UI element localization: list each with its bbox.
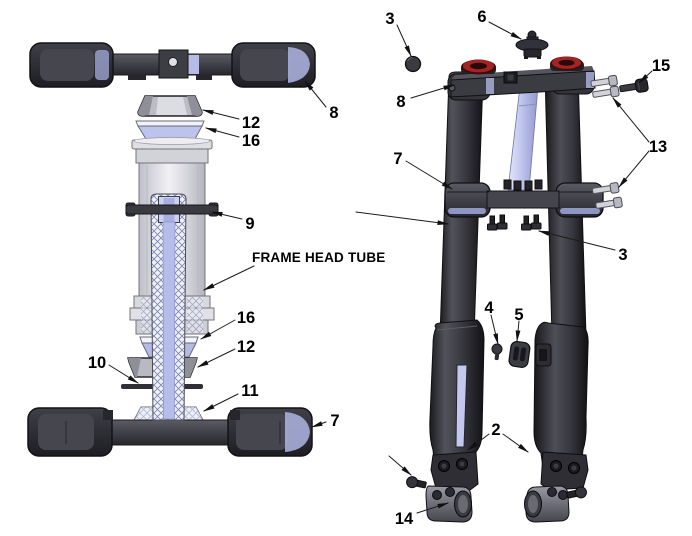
leader-right-5 <box>515 320 521 342</box>
leader-unlabeled-foot-bolt <box>388 455 412 476</box>
fork-lower-right <box>533 321 589 491</box>
fork-cap-right <box>550 56 584 71</box>
callout-right-2: 2 <box>491 421 500 439</box>
upper-seal <box>135 120 205 140</box>
callout-left-10: 10 <box>88 354 106 372</box>
stem-ring <box>125 202 219 217</box>
leader-right-3 <box>538 230 616 251</box>
callout-right-5: 5 <box>514 306 523 324</box>
rubber-cap <box>404 55 422 73</box>
leader-right-4 <box>490 314 499 345</box>
leader-right-14 <box>416 502 449 514</box>
stem-bolt <box>619 78 649 93</box>
leader-right-15 <box>638 70 653 84</box>
leader-unlabeled-fork-tube <box>355 211 449 226</box>
callout-left-7: 7 <box>330 412 339 430</box>
leader-left-8 <box>304 80 327 108</box>
upper-bearing <box>137 95 203 117</box>
leader-left-16-bottom <box>200 319 236 340</box>
leader-right-2a <box>467 433 490 451</box>
leader-right-7 <box>405 160 453 190</box>
guide-screw <box>491 343 503 361</box>
fork-cap-left <box>461 59 496 75</box>
assembled-fork-view <box>404 30 649 523</box>
leader-lines <box>108 21 653 514</box>
callout-right-8: 8 <box>396 93 405 111</box>
callout-right-7: 7 <box>393 150 402 168</box>
leader-left-12-top <box>202 109 240 120</box>
axle-clamp-right <box>524 485 570 523</box>
callout-labels: 8 12 16 9 FRAME HEAD TUBE 16 12 10 11 7 … <box>88 8 670 528</box>
callout-right-3-top: 3 <box>385 10 394 28</box>
leader-left-12-bottom <box>197 348 236 368</box>
callout-left-12-bottom: 12 <box>237 338 255 356</box>
callout-right-4: 4 <box>484 299 494 317</box>
cable-guides <box>487 214 542 231</box>
callout-right-13: 13 <box>649 138 667 156</box>
leader-right-6 <box>488 21 522 40</box>
leader-right-3-top <box>396 24 412 57</box>
pinch-bolts-upper <box>590 74 620 98</box>
callout-left-11: 11 <box>241 382 258 400</box>
leader-right-13a <box>612 97 650 143</box>
leader-frame-head-tube <box>203 265 255 291</box>
axle-clamp-left <box>425 485 473 523</box>
steering-stem-cutaway <box>150 193 187 421</box>
callout-left-12-top: 12 <box>242 114 260 132</box>
steering-stem <box>503 85 543 191</box>
leader-left-16-top <box>205 127 240 138</box>
leader-left-11 <box>203 393 239 412</box>
foot-bolt-left <box>406 476 427 489</box>
exploded-steering-stem-view <box>27 42 316 457</box>
hose-guide <box>508 340 531 368</box>
callout-right-14: 14 <box>395 510 414 528</box>
leader-right-8 <box>410 84 455 99</box>
bottom-triple-clamp <box>27 407 313 457</box>
top-triple-clamp <box>29 42 316 88</box>
leader-right-2b <box>502 433 529 453</box>
leader-left-10 <box>108 364 139 384</box>
label-frame-head-tube: FRAME HEAD TUBE <box>252 250 386 265</box>
leader-left-7 <box>311 421 327 428</box>
callout-right-3: 3 <box>618 246 627 264</box>
callout-left-8: 8 <box>329 104 338 122</box>
fork-lower-left <box>429 319 485 491</box>
steering-stem-nut <box>515 30 549 59</box>
callout-left-16-top: 16 <box>242 132 260 150</box>
callout-right-6: 6 <box>477 8 486 26</box>
callout-left-16-bottom: 16 <box>237 309 255 327</box>
leader-left-9 <box>211 211 243 220</box>
foot-bolt-right <box>566 486 587 499</box>
callout-left-9: 9 <box>245 215 254 233</box>
callout-right-15: 15 <box>652 57 670 75</box>
lower-triple-clamp <box>444 182 604 218</box>
leader-right-13b <box>618 150 650 188</box>
